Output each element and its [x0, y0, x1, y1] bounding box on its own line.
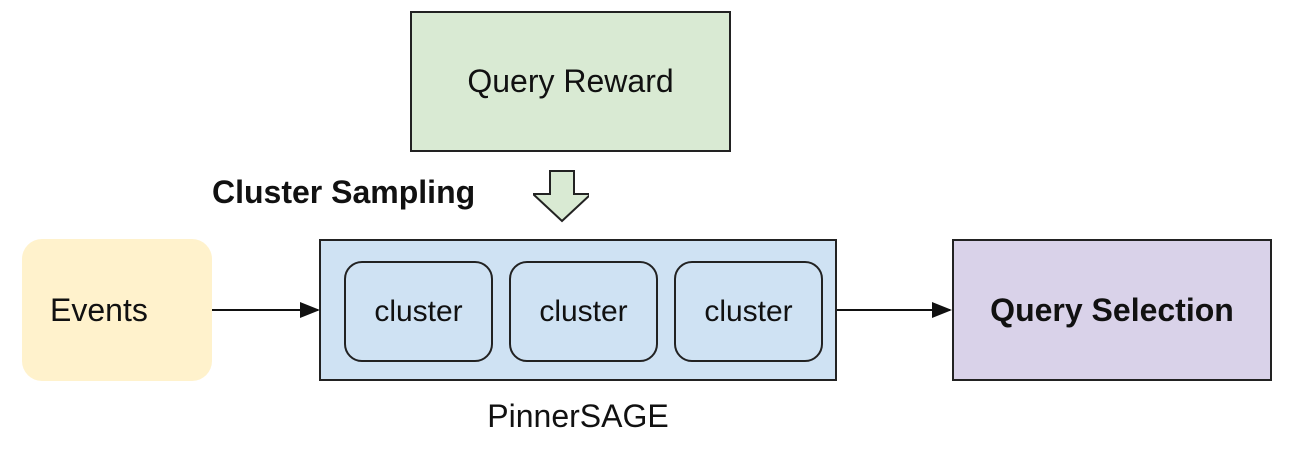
query-reward-label: Query Reward — [467, 63, 674, 99]
cluster-node: cluster — [509, 261, 658, 362]
query-reward-node: Query Reward — [410, 11, 731, 152]
cluster-sampling-label: Cluster Sampling — [212, 174, 476, 210]
cluster-node: cluster — [674, 261, 823, 362]
query-selection-node: Query Selection — [952, 239, 1272, 381]
pinnersage-container: cluster cluster cluster — [319, 239, 837, 381]
down-arrow-icon — [533, 170, 589, 223]
query-selection-label: Query Selection — [990, 291, 1234, 328]
pinnersage-label: PinnerSAGE — [487, 398, 669, 434]
events-label: Events — [50, 291, 148, 328]
events-node: Events — [22, 239, 212, 381]
cluster-node: cluster — [344, 261, 493, 362]
